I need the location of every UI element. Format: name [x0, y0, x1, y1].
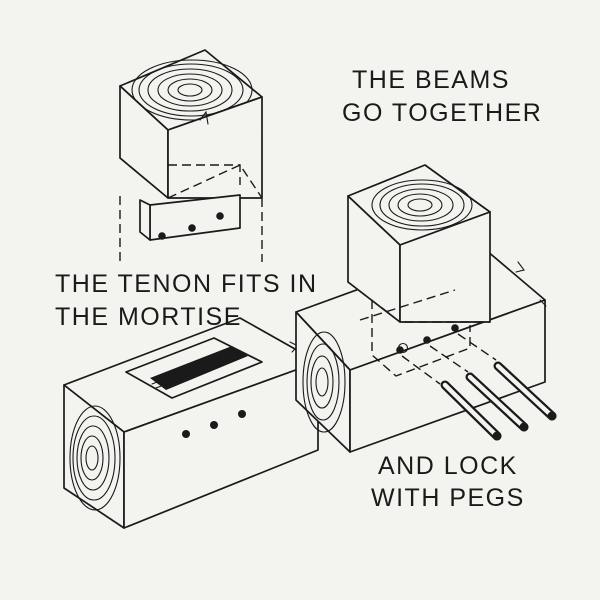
assembled-beam-front-face: [349, 299, 546, 453]
vertical-beam-growth-rings: [371, 179, 473, 231]
label-pegs-line2: WITH PEGS: [371, 484, 525, 512]
mortise-beam-front-face: [123, 361, 319, 529]
assembled-beam-growth-rings: [302, 331, 346, 433]
tenon-peg-hole: [158, 232, 166, 240]
tenon-beam-growth-rings: [131, 59, 253, 121]
mortise-peg-hole: [238, 410, 246, 418]
pegs: [401, 333, 557, 441]
tenon-peg-hole: [216, 212, 224, 220]
mortise-peg-hole: [210, 421, 218, 429]
mortise-beam: [63, 317, 319, 529]
assembled-beams: [295, 164, 547, 453]
mortise-beam-growth-rings: [69, 405, 121, 511]
alignment-guide-lines: [119, 196, 263, 262]
label-beams-line1: THE BEAMS: [352, 66, 510, 94]
label-pegs-line1: AND LOCK: [378, 452, 518, 480]
peg: [440, 380, 502, 441]
mortise-peg-hole: [182, 430, 190, 438]
peg: [465, 372, 529, 432]
tenon-peg-hole: [188, 224, 196, 232]
label-beams-line2: GO TOGETHER: [342, 99, 543, 127]
label-tenon-line2: THE MORTISE: [55, 303, 242, 331]
label-tenon-line1: THE TENON FITS IN: [55, 270, 318, 298]
peg: [493, 361, 557, 421]
tenon-beam-upper: [119, 49, 263, 262]
